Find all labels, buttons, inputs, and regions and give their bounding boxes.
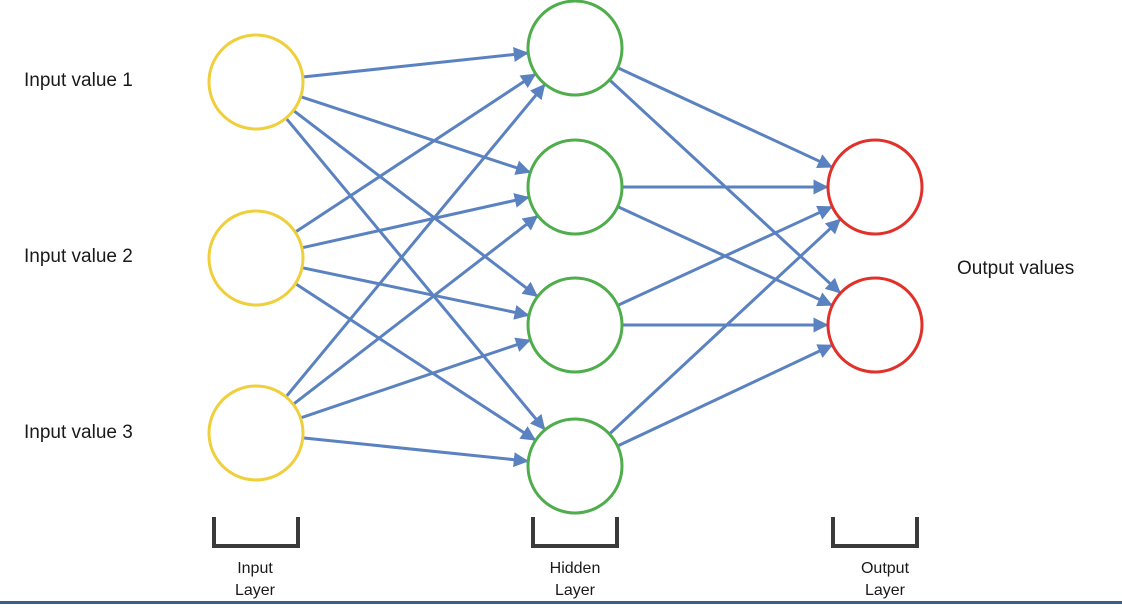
- hidden-layer-label: Hidden Layer: [515, 558, 635, 602]
- edge-hidden4-output2: [616, 344, 833, 448]
- input-node-2: [207, 209, 305, 307]
- edge-input2-hidden1: [294, 73, 537, 234]
- edge-hidden1-output1: [617, 66, 833, 169]
- input-value-2-label: Input value 2: [24, 246, 133, 267]
- input-layer-label: Input Layer: [195, 558, 315, 602]
- edge-input3-hidden3: [300, 337, 531, 420]
- edge-input3-hidden1: [284, 83, 546, 398]
- hidden-node-3: [526, 276, 624, 374]
- edge-input2-hidden2: [301, 193, 530, 250]
- input-layer-label-line2: Layer: [234, 582, 276, 599]
- edge-input3-hidden4: [302, 436, 529, 468]
- hidden-layer-label-line1: Hidden: [549, 560, 601, 577]
- input-value-1-label: Input value 1: [24, 70, 133, 91]
- input-value-3-label: Input value 3: [24, 422, 133, 443]
- hidden-node-2: [526, 138, 624, 236]
- edge-input2-hidden4: [294, 282, 537, 442]
- edge-input2-hidden3: [301, 266, 530, 320]
- layer-brackets: [212, 517, 919, 548]
- input-node-1: [207, 33, 305, 131]
- hidden-node-4: [526, 417, 624, 515]
- edge-input1-hidden1: [302, 47, 529, 79]
- input-node-3: [207, 384, 305, 482]
- edge-input3-hidden2: [292, 215, 539, 406]
- edge-hidden3-output1: [617, 205, 833, 307]
- connection-edges: [284, 47, 841, 468]
- edge-hidden4-output1: [608, 218, 841, 436]
- output-values-label: Output values: [957, 258, 1075, 279]
- bottom-divider: [0, 601, 1122, 604]
- edge-input1-hidden4: [284, 117, 546, 431]
- output-node-1: [826, 138, 924, 236]
- hidden-node-1: [526, 0, 624, 97]
- input-layer-label-line1: Input: [237, 560, 273, 577]
- edge-input1-hidden2: [300, 95, 531, 175]
- network-nodes: [207, 0, 924, 515]
- output-layer-bracket: [831, 517, 919, 548]
- input-layer-bracket: [212, 517, 300, 548]
- edge-input1-hidden3: [292, 109, 539, 298]
- output-layer-label-line2: Layer: [864, 582, 906, 599]
- output-layer-label-line1: Output: [860, 560, 910, 577]
- hidden-layer-bracket: [531, 517, 619, 548]
- hidden-layer-label-line2: Layer: [554, 582, 596, 599]
- output-layer-label: Output Layer: [825, 558, 945, 602]
- output-node-2: [826, 276, 924, 374]
